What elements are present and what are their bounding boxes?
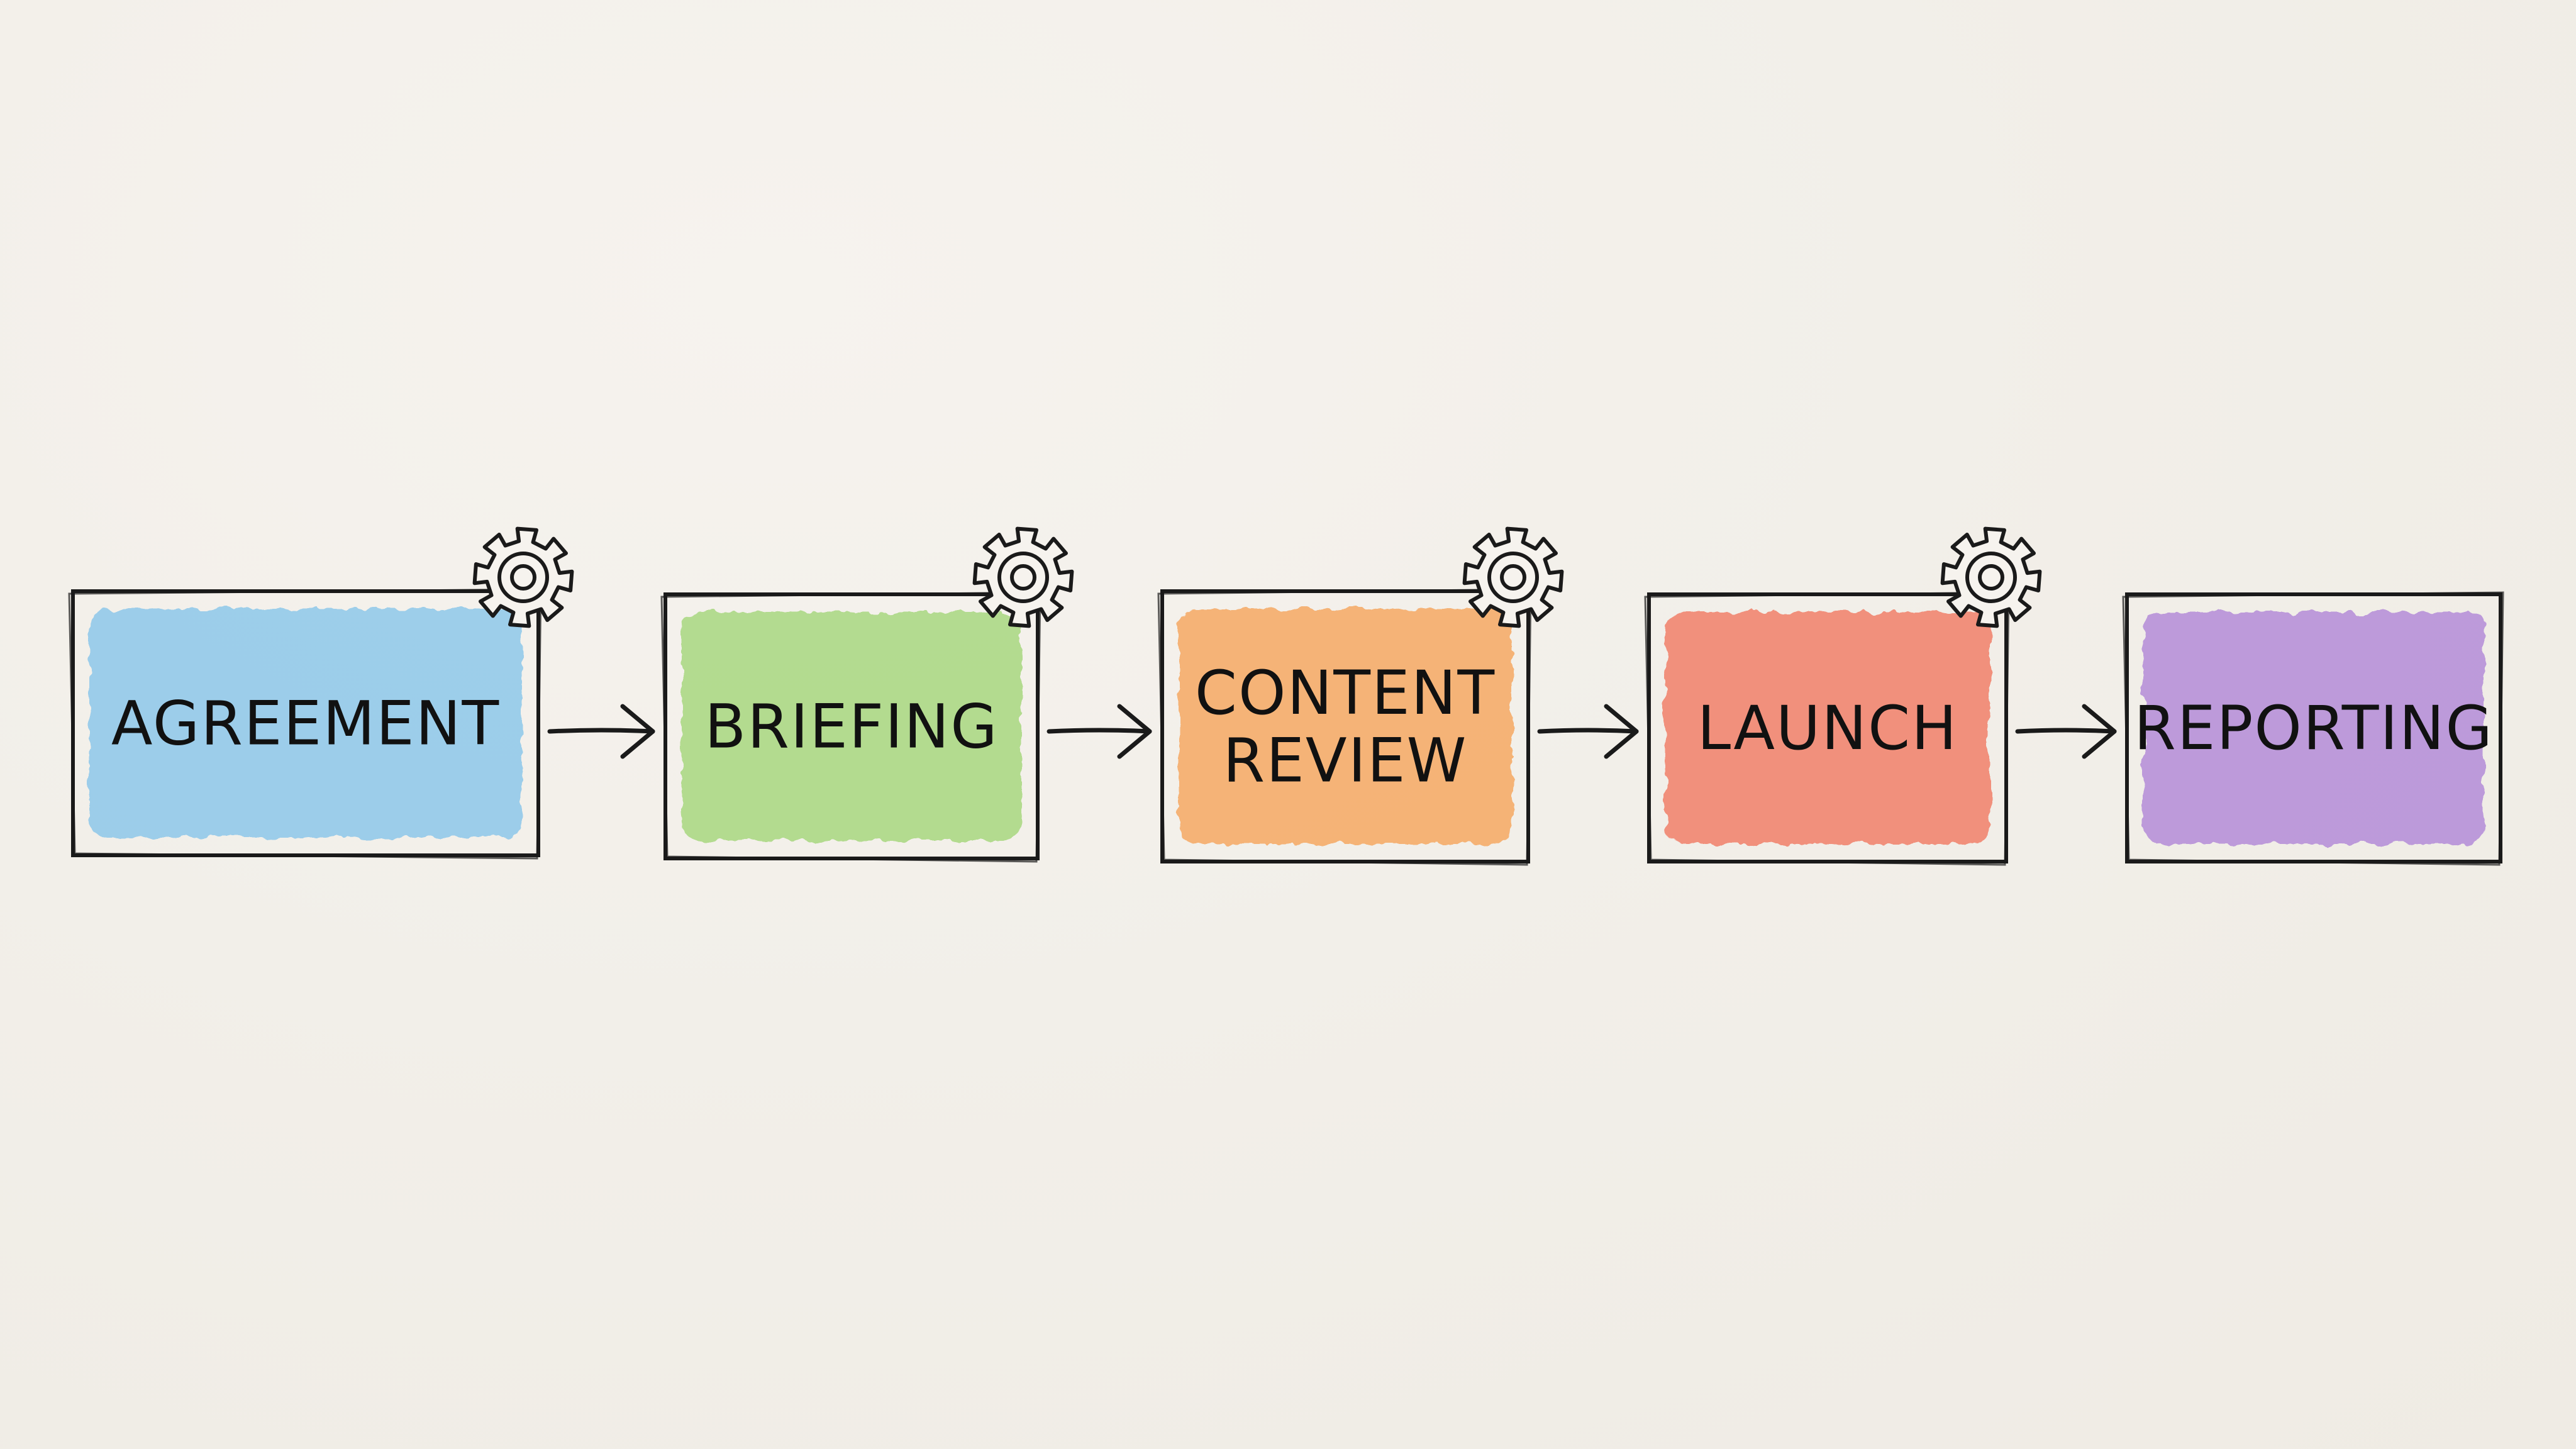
stage-label-launch: LAUNCH bbox=[1697, 693, 1958, 763]
stage-reporting: REPORTING bbox=[2122, 591, 2504, 866]
stage-fill-launch bbox=[1665, 612, 1990, 844]
stage-fill-content-review bbox=[1179, 609, 1512, 844]
stage-outline-sketch bbox=[2122, 591, 2504, 866]
gear-icon bbox=[1940, 526, 2042, 628]
stage-outline-sketch bbox=[1157, 588, 1532, 866]
stage-fill-reporting bbox=[2143, 612, 2484, 844]
stage-launch: LAUNCH bbox=[1644, 591, 2010, 866]
arrow-icon bbox=[547, 704, 655, 759]
stage-label-content-review-line-2: REVIEW bbox=[1223, 725, 1468, 796]
gear-icon bbox=[1462, 526, 1564, 628]
stage-label-reporting: REPORTING bbox=[2134, 693, 2494, 763]
stage-outline-sketch bbox=[1644, 591, 2010, 866]
stage-label-briefing: BRIEFING bbox=[704, 692, 998, 762]
stage-briefing: BRIEFING bbox=[660, 591, 1041, 863]
stage-fill-briefing bbox=[682, 612, 1021, 841]
arrow-icon bbox=[1537, 704, 1639, 759]
stage-label-agreement: AGREEMENT bbox=[111, 689, 500, 759]
stage-fill-agreement bbox=[89, 609, 522, 838]
arrow-icon bbox=[2015, 704, 2117, 759]
stage-outline-sketch bbox=[68, 588, 542, 860]
stage-label-content-review-line-1: CONTENT bbox=[1195, 658, 1496, 728]
arrow-icon bbox=[1046, 704, 1152, 759]
stage-outline-sketch bbox=[660, 591, 1041, 863]
gear-icon bbox=[972, 526, 1074, 628]
gear-icon bbox=[472, 526, 574, 628]
stage-agreement: AGREEMENT bbox=[68, 588, 542, 860]
